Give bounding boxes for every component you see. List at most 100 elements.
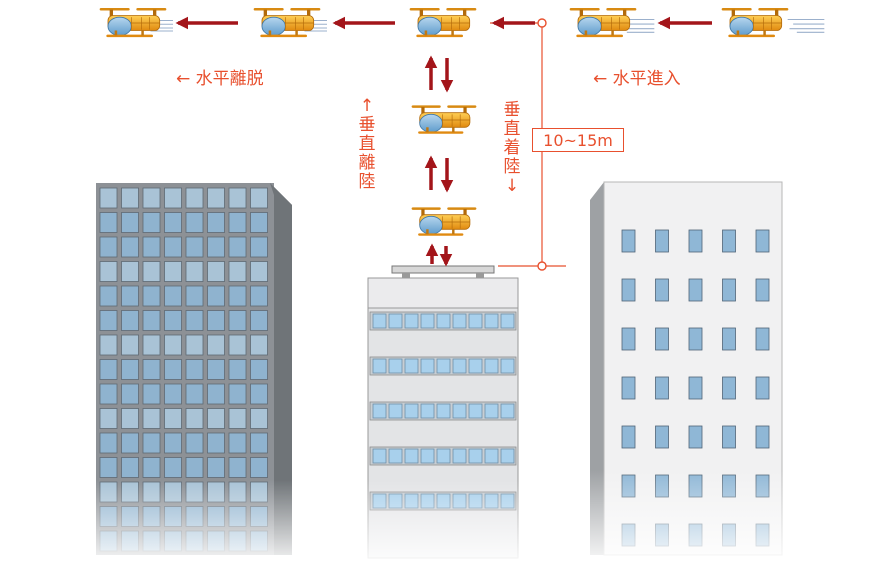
window bbox=[388, 313, 403, 329]
window bbox=[142, 359, 161, 380]
vertical-landing-char: 着 bbox=[503, 138, 521, 158]
window bbox=[484, 313, 499, 329]
window bbox=[164, 261, 182, 282]
window bbox=[688, 327, 703, 351]
left-building bbox=[90, 183, 300, 570]
window bbox=[722, 376, 736, 400]
vertical-takeoff-label: ↑ 垂 直 離 陸 bbox=[357, 97, 377, 192]
window bbox=[142, 408, 161, 429]
window bbox=[722, 425, 736, 449]
vertical-takeoff-char: 垂 bbox=[358, 115, 376, 135]
window bbox=[99, 383, 118, 405]
window bbox=[250, 236, 268, 258]
window bbox=[468, 448, 483, 464]
window bbox=[185, 187, 204, 209]
window bbox=[755, 229, 770, 253]
window bbox=[99, 334, 118, 356]
window bbox=[142, 212, 161, 233]
window bbox=[207, 236, 225, 258]
window bbox=[99, 285, 118, 307]
window bbox=[655, 425, 669, 449]
window bbox=[655, 278, 669, 302]
window bbox=[99, 408, 118, 429]
window bbox=[142, 285, 161, 307]
helipad bbox=[391, 265, 495, 278]
window bbox=[185, 212, 204, 233]
window bbox=[185, 457, 204, 478]
window bbox=[436, 448, 451, 464]
window bbox=[185, 310, 204, 331]
window bbox=[420, 313, 435, 329]
window bbox=[372, 448, 387, 464]
window bbox=[420, 358, 435, 374]
window bbox=[121, 261, 139, 282]
window bbox=[755, 425, 770, 449]
vertical-landing-char: 直 bbox=[503, 119, 521, 139]
window bbox=[755, 376, 770, 400]
window bbox=[121, 285, 139, 307]
window bbox=[372, 313, 387, 329]
window bbox=[500, 313, 515, 329]
window bbox=[185, 334, 204, 356]
window bbox=[164, 383, 182, 405]
window bbox=[185, 236, 204, 258]
window bbox=[185, 432, 204, 454]
window bbox=[420, 448, 435, 464]
window bbox=[207, 285, 225, 307]
window bbox=[228, 285, 247, 307]
window bbox=[207, 310, 225, 331]
window bbox=[121, 310, 139, 331]
window bbox=[99, 212, 118, 233]
window bbox=[142, 432, 161, 454]
vertical-arrows bbox=[424, 55, 454, 267]
window bbox=[228, 310, 247, 331]
window bbox=[250, 310, 268, 331]
window bbox=[185, 285, 204, 307]
window bbox=[207, 334, 225, 356]
window bbox=[207, 383, 225, 405]
window bbox=[655, 376, 669, 400]
window bbox=[436, 403, 451, 419]
window bbox=[142, 310, 161, 331]
window bbox=[250, 187, 268, 209]
window bbox=[121, 383, 139, 405]
window bbox=[164, 432, 182, 454]
window bbox=[164, 310, 182, 331]
window bbox=[185, 359, 204, 380]
window bbox=[207, 212, 225, 233]
window bbox=[468, 403, 483, 419]
window bbox=[228, 408, 247, 429]
helicopter-hover-top bbox=[409, 7, 477, 38]
window bbox=[228, 261, 247, 282]
window bbox=[185, 408, 204, 429]
window bbox=[468, 313, 483, 329]
vertical-takeoff-arrow: ↑ bbox=[359, 96, 375, 116]
window bbox=[484, 358, 499, 374]
helicopter-hover-low bbox=[411, 206, 477, 237]
window bbox=[207, 359, 225, 380]
window bbox=[121, 457, 139, 478]
vertical-landing-label: 垂 直 着 陸 ↓ bbox=[502, 101, 522, 196]
helicopter-hover-middle bbox=[411, 104, 477, 135]
window bbox=[250, 432, 268, 454]
window bbox=[228, 359, 247, 380]
window bbox=[142, 261, 161, 282]
window bbox=[372, 358, 387, 374]
window bbox=[250, 457, 268, 478]
window bbox=[228, 457, 247, 478]
window bbox=[121, 432, 139, 454]
window bbox=[99, 261, 118, 282]
window bbox=[164, 187, 182, 209]
window bbox=[164, 212, 182, 233]
window bbox=[722, 229, 736, 253]
window bbox=[621, 278, 636, 302]
vertical-takeoff-char: 陸 bbox=[358, 172, 376, 192]
window bbox=[621, 425, 636, 449]
window bbox=[250, 408, 268, 429]
window bbox=[99, 187, 118, 209]
window bbox=[250, 212, 268, 233]
window bbox=[468, 358, 483, 374]
window bbox=[142, 334, 161, 356]
window bbox=[372, 403, 387, 419]
window bbox=[388, 448, 403, 464]
